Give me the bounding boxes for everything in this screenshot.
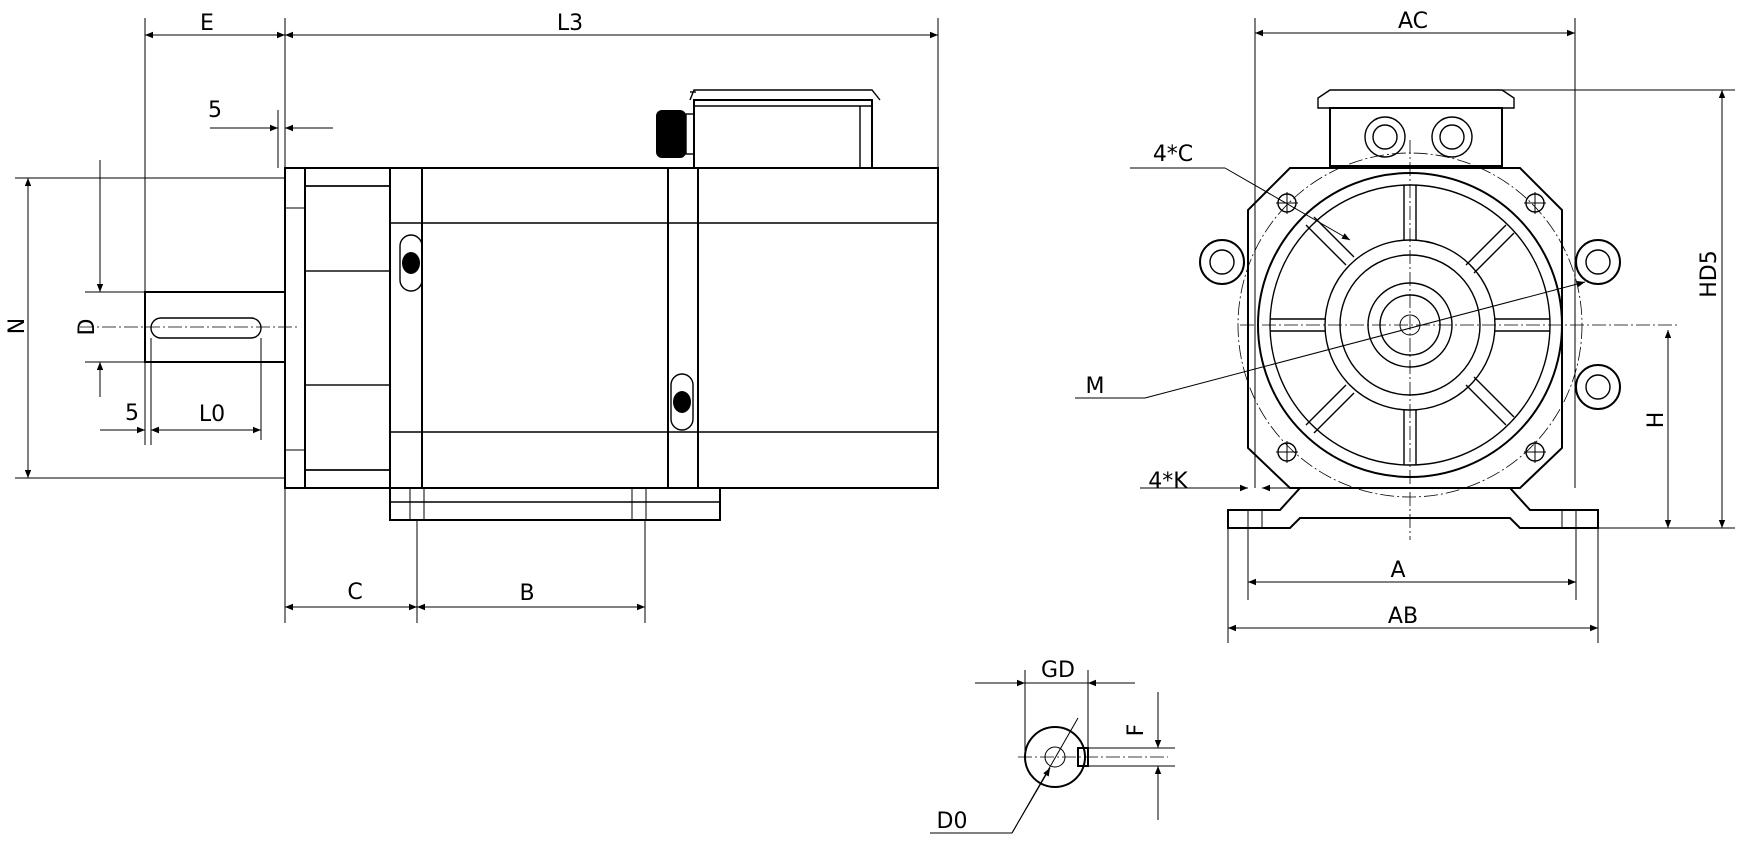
front-cover (304, 167, 391, 489)
side-foot (389, 487, 721, 521)
label-H: H (1644, 412, 1669, 429)
lifting-lugs (1199, 239, 1621, 410)
housing-ribs (1270, 185, 1550, 465)
front-view: AC 4*C HD5 M H 4*K A AB (1075, 9, 1735, 643)
front-terminal-box (1317, 89, 1515, 167)
side-terminal-box (656, 89, 881, 169)
label-L3: L3 (557, 11, 583, 36)
label-B: B (519, 581, 534, 606)
label-C: C (347, 580, 362, 605)
label-L0: L0 (199, 402, 225, 427)
label-M: M (1086, 374, 1105, 399)
mounting-holes (1276, 192, 1546, 463)
label-HD5: HD5 (1697, 250, 1722, 297)
shaft-key (150, 317, 262, 339)
label-five-top: 5 (208, 98, 222, 123)
label-F: F (1124, 724, 1149, 737)
label-A: A (1390, 558, 1405, 583)
shaft-section-view: GD F D0 (930, 658, 1175, 834)
label-AC: AC (1398, 9, 1428, 34)
motor-body (389, 167, 939, 489)
label-E: E (200, 11, 214, 36)
label-D0: D0 (937, 809, 968, 834)
label-four-K: 4*K (1148, 469, 1188, 494)
flange (284, 167, 306, 489)
label-D: D (75, 319, 100, 336)
front-flange (1247, 167, 1563, 489)
label-five-bottom: 5 (125, 401, 139, 426)
front-foot (1227, 487, 1599, 529)
body-clamp-1 (399, 234, 423, 292)
label-N: N (5, 318, 30, 334)
label-GD: GD (1041, 658, 1075, 683)
body-clamp-2 (670, 373, 694, 431)
label-four-C: 4*C (1153, 142, 1193, 167)
label-AB: AB (1388, 604, 1418, 629)
side-view: E L3 5 N D 5 L0 C B (5, 11, 939, 623)
